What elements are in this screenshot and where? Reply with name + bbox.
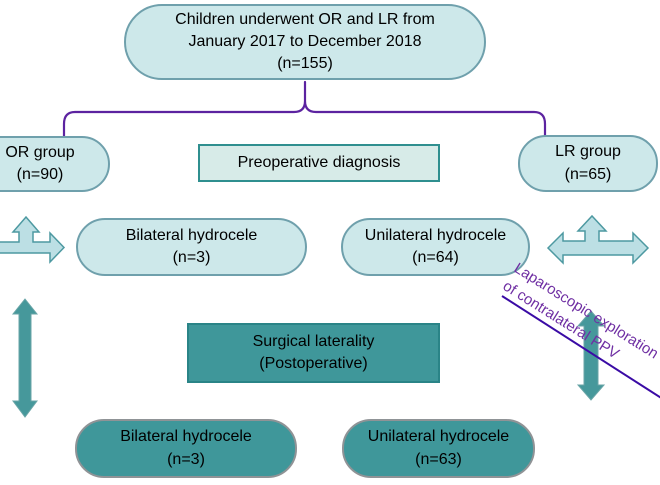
or-group-box: OR group (n=90) <box>0 136 110 192</box>
surgical-laterality-line1: Surgical laterality <box>252 332 375 350</box>
unilateral-preop-line1: Unilateral hydrocele <box>364 226 507 244</box>
laparoscopic-note: Laparoscopic exploration of contralatera… <box>499 258 660 426</box>
preoperative-diagnosis-label: Preoperative diagnosis <box>237 153 401 171</box>
double-arrow-left-icon <box>11 298 39 418</box>
surgical-laterality-box: Surgical laterality (Postoperative) <box>187 323 440 383</box>
bilateral-preop-line2: (n=3) <box>172 249 211 266</box>
branch-arrow-left-icon <box>0 215 66 264</box>
or-group-line1: OR group <box>5 143 75 161</box>
children-total-line3: (n=155) <box>277 55 333 73</box>
unilateral-postop-line2: (n=63) <box>415 450 462 468</box>
bilateral-hydrocele-preop-box: Bilateral hydrocele (n=3) <box>76 218 307 276</box>
bilateral-postop-line1: Bilateral hydrocele <box>120 428 252 446</box>
preoperative-diagnosis-box: Preoperative diagnosis <box>198 144 440 182</box>
children-total-line2: January 2017 to December 2018 <box>188 32 422 50</box>
unilateral-preop-line2: (n=64) <box>412 249 459 266</box>
bilateral-postop-line2: (n=3) <box>167 450 205 468</box>
split-bracket-connector <box>62 80 547 142</box>
unilateral-postop-line1: Unilateral hydrocele <box>367 428 510 446</box>
lr-group-line2: (n=65) <box>564 165 612 183</box>
unilateral-hydrocele-postop-box: Unilateral hydrocele (n=63) <box>342 419 535 478</box>
children-total-box: Children underwent OR and LR from Januar… <box>124 4 486 80</box>
bilateral-preop-line1: Bilateral hydrocele <box>125 226 258 244</box>
lr-group-line1: LR group <box>555 143 621 161</box>
bilateral-hydrocele-postop-box: Bilateral hydrocele (n=3) <box>75 419 297 478</box>
children-total-line1: Children underwent OR and LR from <box>175 10 435 28</box>
lr-group-box: LR group (n=65) <box>518 135 658 192</box>
branch-arrow-right-icon <box>546 214 650 265</box>
unilateral-hydrocele-preop-box: Unilateral hydrocele (n=64) <box>341 218 530 276</box>
or-group-line2: (n=90) <box>16 166 64 183</box>
surgical-laterality-line2: (Postoperative) <box>259 355 368 372</box>
